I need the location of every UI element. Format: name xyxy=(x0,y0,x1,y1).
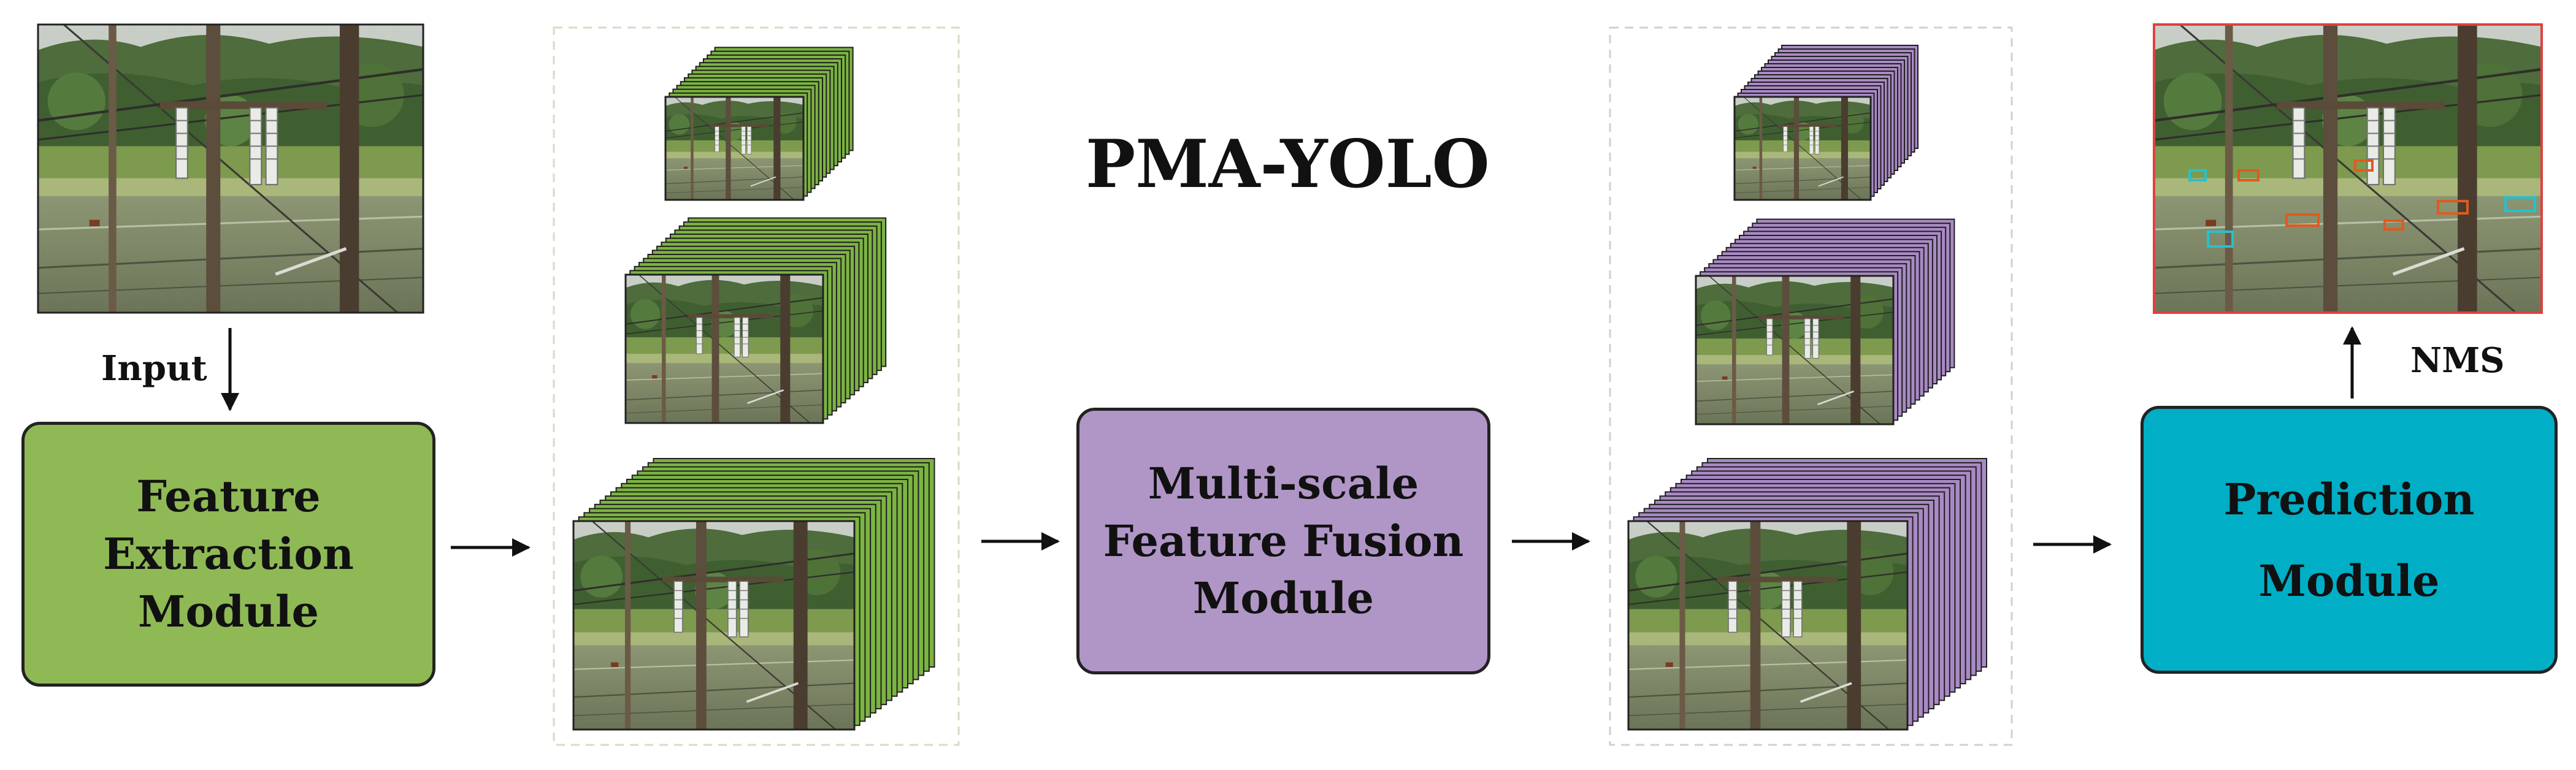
detection-box xyxy=(2354,159,2374,172)
fused-feature-map-large-photo-frame xyxy=(1627,520,1909,731)
fused-feature-map-medium-photo xyxy=(1696,276,1893,424)
nms-label: NMS xyxy=(2410,340,2505,381)
detection-box xyxy=(2237,169,2260,181)
prediction-module: Prediction Module xyxy=(2141,406,2558,674)
detection-box xyxy=(2207,231,2234,248)
fused-feature-map-medium-photo-frame xyxy=(1695,275,1895,425)
fused-feature-map-small-photo xyxy=(1735,97,1871,200)
module-label-line: Prediction xyxy=(2223,473,2475,525)
module-label-line: Module xyxy=(2258,555,2440,606)
backbone-feature-map-small-photo xyxy=(665,97,803,200)
input-image-frame xyxy=(37,23,424,314)
detection-box xyxy=(2285,213,2320,227)
output-image-frame xyxy=(2153,23,2543,314)
detection-box xyxy=(2188,169,2207,181)
diagram-title: PMA-YOLO xyxy=(1086,126,1490,203)
module-label-line: Feature xyxy=(136,471,321,522)
module-label-line: Module xyxy=(1192,573,1374,624)
module-label-line: Multi-scale xyxy=(1148,457,1419,509)
module-label-line: Extraction xyxy=(103,528,354,580)
module-label-line: Module xyxy=(137,585,320,637)
input-label: Input xyxy=(101,348,207,389)
backbone-feature-map-large-photo-frame xyxy=(572,520,856,731)
detection-box xyxy=(2437,200,2469,215)
backbone-feature-map-medium-photo-frame xyxy=(624,273,824,424)
backbone-feature-map-medium-photo xyxy=(626,275,823,423)
backbone-feature-map-small-photo-frame xyxy=(664,96,805,201)
fused-feature-map-large-photo xyxy=(1628,521,1907,730)
module-label-line: Feature Fusion xyxy=(1103,515,1464,566)
output-image xyxy=(2154,25,2542,313)
backbone-features-group xyxy=(553,26,960,746)
multiscale-feature-fusion-module: Multi-scale Feature Fusion Module xyxy=(1076,408,1490,674)
feature-extraction-module: Feature Extraction Module xyxy=(21,422,435,687)
backbone-feature-map-large-photo xyxy=(573,521,854,730)
input-image xyxy=(38,25,423,313)
fused-feature-map-small-photo-frame xyxy=(1733,96,1872,201)
detection-box xyxy=(2383,219,2404,231)
detection-box xyxy=(2504,196,2536,212)
